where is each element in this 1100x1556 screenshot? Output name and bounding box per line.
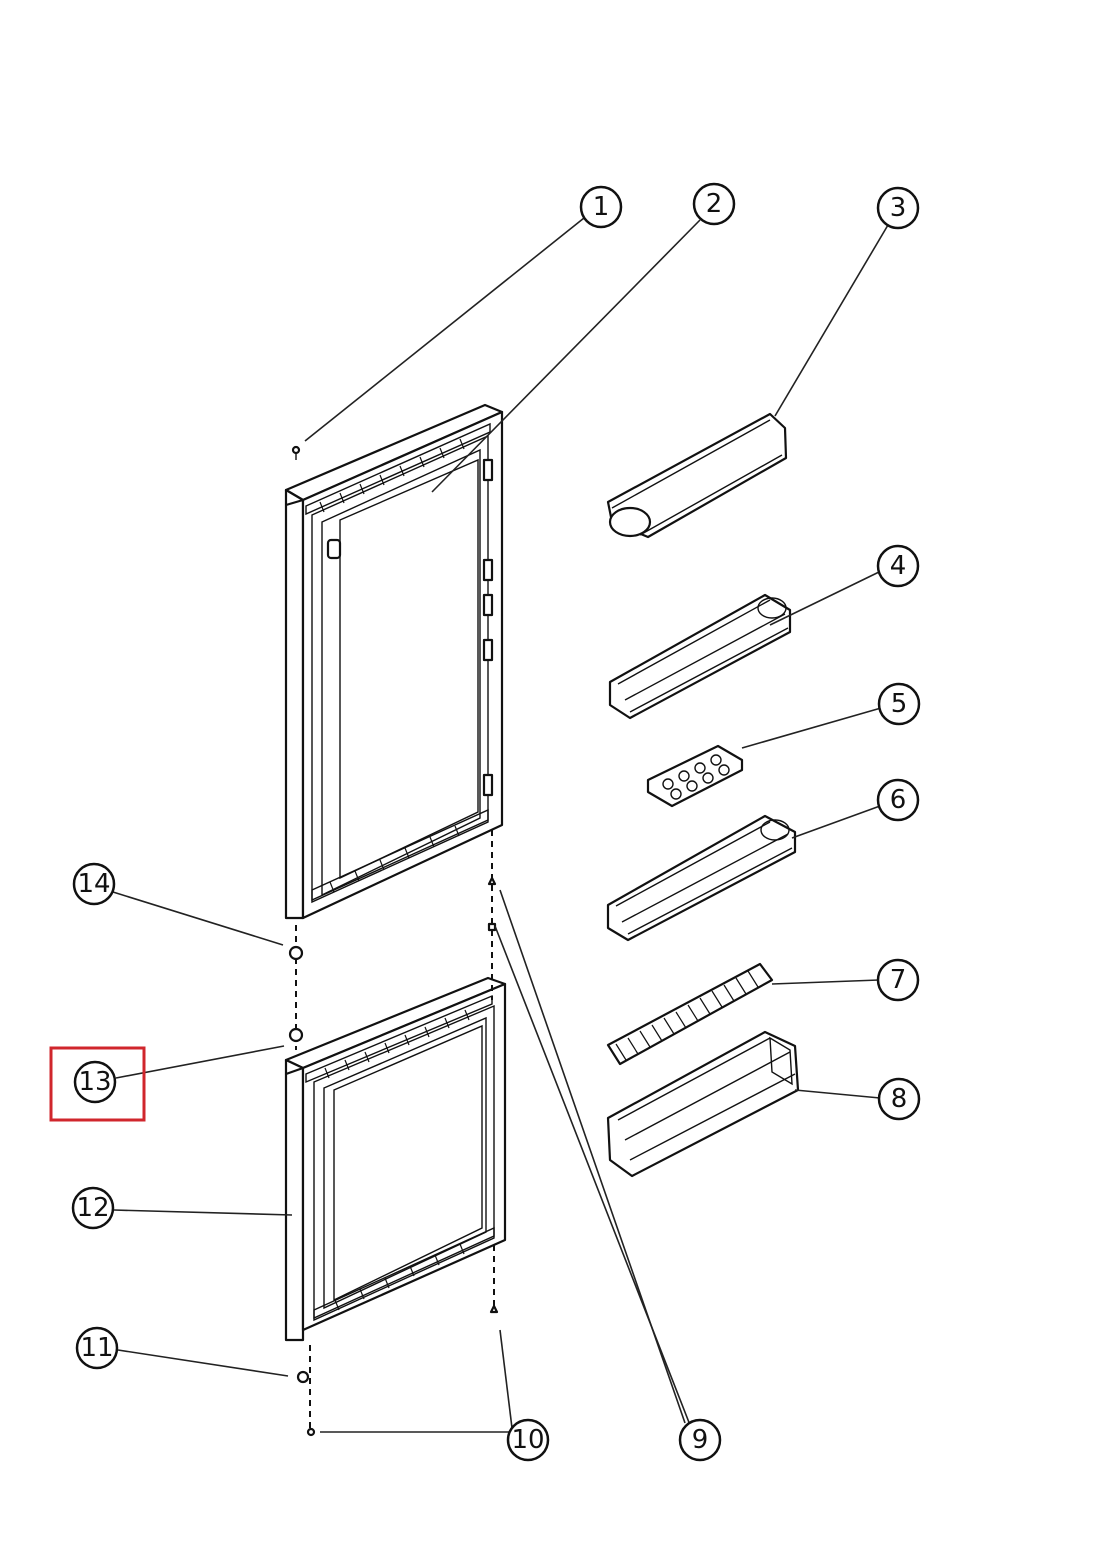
svg-text:4: 4 <box>890 551 907 581</box>
callout-10: 10 <box>506 1418 550 1462</box>
upper-door-bottom-hatch <box>329 825 460 893</box>
part-5-egg-tray <box>646 744 744 808</box>
svg-text:11: 11 <box>80 1333 113 1363</box>
svg-text:7: 7 <box>890 965 907 995</box>
svg-text:13: 13 <box>78 1067 111 1097</box>
lower-door-top-hatch <box>324 1009 470 1079</box>
svg-text:10: 10 <box>511 1425 544 1455</box>
svg-text:5: 5 <box>891 689 908 719</box>
part-3-dairy-cover <box>606 412 788 539</box>
callout-3: 3 <box>876 186 920 230</box>
svg-text:3: 3 <box>890 193 907 223</box>
svg-text:2: 2 <box>706 189 723 219</box>
lower-door <box>284 976 507 1342</box>
svg-text:14: 14 <box>77 869 110 899</box>
svg-text:12: 12 <box>76 1193 109 1223</box>
callout-4: 4 <box>876 544 920 588</box>
callout-9: 9 <box>678 1418 722 1462</box>
callout-8: 8 <box>877 1077 921 1121</box>
part-7-bottle-rack <box>606 962 774 1066</box>
callout-14: 14 <box>72 862 116 906</box>
lower-door-bottom-hatch <box>334 1243 465 1311</box>
svg-text:9: 9 <box>692 1425 709 1455</box>
callout-6: 6 <box>876 778 920 822</box>
highlight-box-callout-13 <box>49 1046 146 1122</box>
upper-door-top-hatch <box>319 438 465 513</box>
callout-12: 12 <box>71 1186 115 1230</box>
svg-text:1: 1 <box>593 192 610 222</box>
callout-1: 1 <box>579 185 623 229</box>
callout-11: 11 <box>75 1326 119 1370</box>
callout-2: 2 <box>692 182 736 226</box>
svg-text:8: 8 <box>891 1084 908 1114</box>
upper-door <box>284 403 504 920</box>
part-6-door-shelf <box>606 814 797 942</box>
callout-5: 5 <box>877 682 921 726</box>
callout-7: 7 <box>876 958 920 1002</box>
hinge-hardware <box>288 876 499 1437</box>
svg-text:6: 6 <box>890 785 907 815</box>
part-4-door-shelf <box>608 593 792 720</box>
callout-13[interactable]: 13 <box>73 1060 117 1104</box>
